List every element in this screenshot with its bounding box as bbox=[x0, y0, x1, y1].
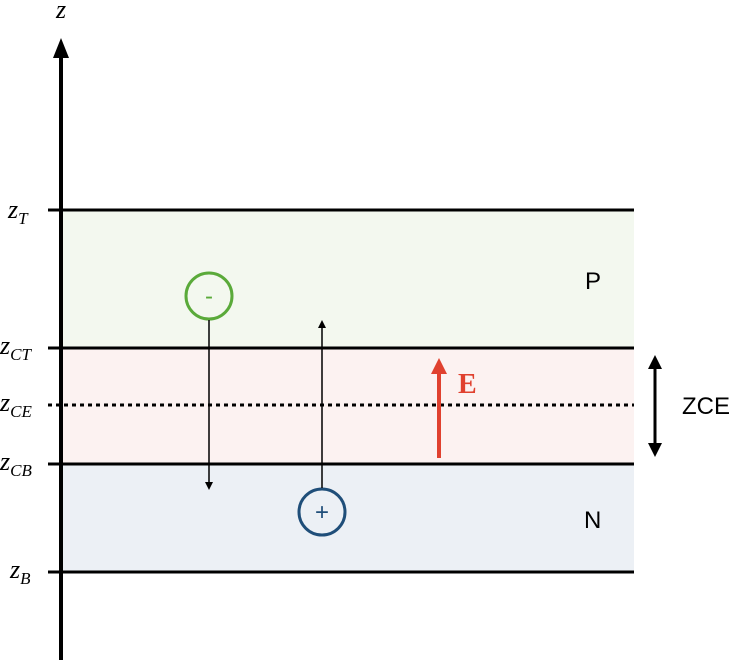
negative-charge-icon bbox=[184, 271, 234, 321]
zce-label: ZCE bbox=[682, 393, 730, 420]
z-axis-arrow-icon bbox=[53, 38, 69, 58]
p-label: P bbox=[585, 268, 601, 295]
label-zcb: zCB bbox=[0, 447, 32, 480]
label-zct: zCT bbox=[0, 331, 32, 364]
electric-field-label: E bbox=[458, 369, 477, 400]
label-zb: zB bbox=[9, 555, 31, 588]
negative-charge-sign: - bbox=[205, 283, 213, 310]
positive-charge-sign: + bbox=[315, 499, 329, 526]
n-label: N bbox=[584, 507, 601, 534]
positive-charge-icon bbox=[297, 487, 347, 537]
label-zce: zCE bbox=[0, 388, 32, 421]
z-axis-label: z bbox=[55, 0, 66, 24]
label-zt: zT bbox=[7, 195, 29, 228]
n-region bbox=[61, 464, 634, 572]
p-region bbox=[61, 210, 634, 348]
